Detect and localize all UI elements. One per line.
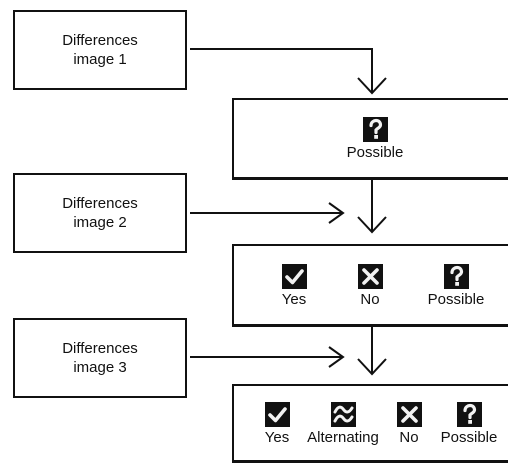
differences-image-2-label: Differences image 2 xyxy=(62,195,138,231)
option-label: No xyxy=(360,291,380,308)
option-no: No xyxy=(367,402,451,446)
check-icon xyxy=(264,402,290,427)
option-label: Possible xyxy=(346,144,404,161)
question-icon xyxy=(443,264,469,289)
option-label: Possible xyxy=(440,429,498,446)
differences-image-3-label: Differences image 3 xyxy=(62,340,138,376)
differences-image-2-box: Differences image 2 xyxy=(13,173,187,253)
option-label: Yes xyxy=(281,291,307,308)
arrow-image1 xyxy=(190,48,373,93)
option-possible: Possible xyxy=(414,264,498,308)
cross-icon xyxy=(396,402,422,427)
option-possible: Possible xyxy=(427,402,508,446)
alternating-icon xyxy=(330,402,356,427)
option-yes: Yes xyxy=(252,264,336,308)
check-icon xyxy=(281,264,307,289)
question-icon xyxy=(456,402,482,427)
option-label: Yes xyxy=(264,429,290,446)
question-icon xyxy=(362,117,388,142)
result-box-1: Possible xyxy=(232,98,508,180)
option-label: No xyxy=(399,429,419,446)
option-possible: Possible xyxy=(333,117,417,161)
option-alternating: Alternating xyxy=(301,402,385,446)
option-label: Alternating xyxy=(307,429,379,446)
differences-image-1-box: Differences image 1 xyxy=(13,10,187,90)
result-box-2: Yes No Possible xyxy=(232,244,508,327)
option-no: No xyxy=(328,264,412,308)
cross-icon xyxy=(357,264,383,289)
option-label: Possible xyxy=(427,291,485,308)
option-yes: Yes xyxy=(235,402,319,446)
differences-image-3-box: Differences image 3 xyxy=(13,318,187,398)
result-box-3: Yes Alternating No Possible xyxy=(232,384,508,463)
differences-image-1-label: Differences image 1 xyxy=(62,32,138,68)
